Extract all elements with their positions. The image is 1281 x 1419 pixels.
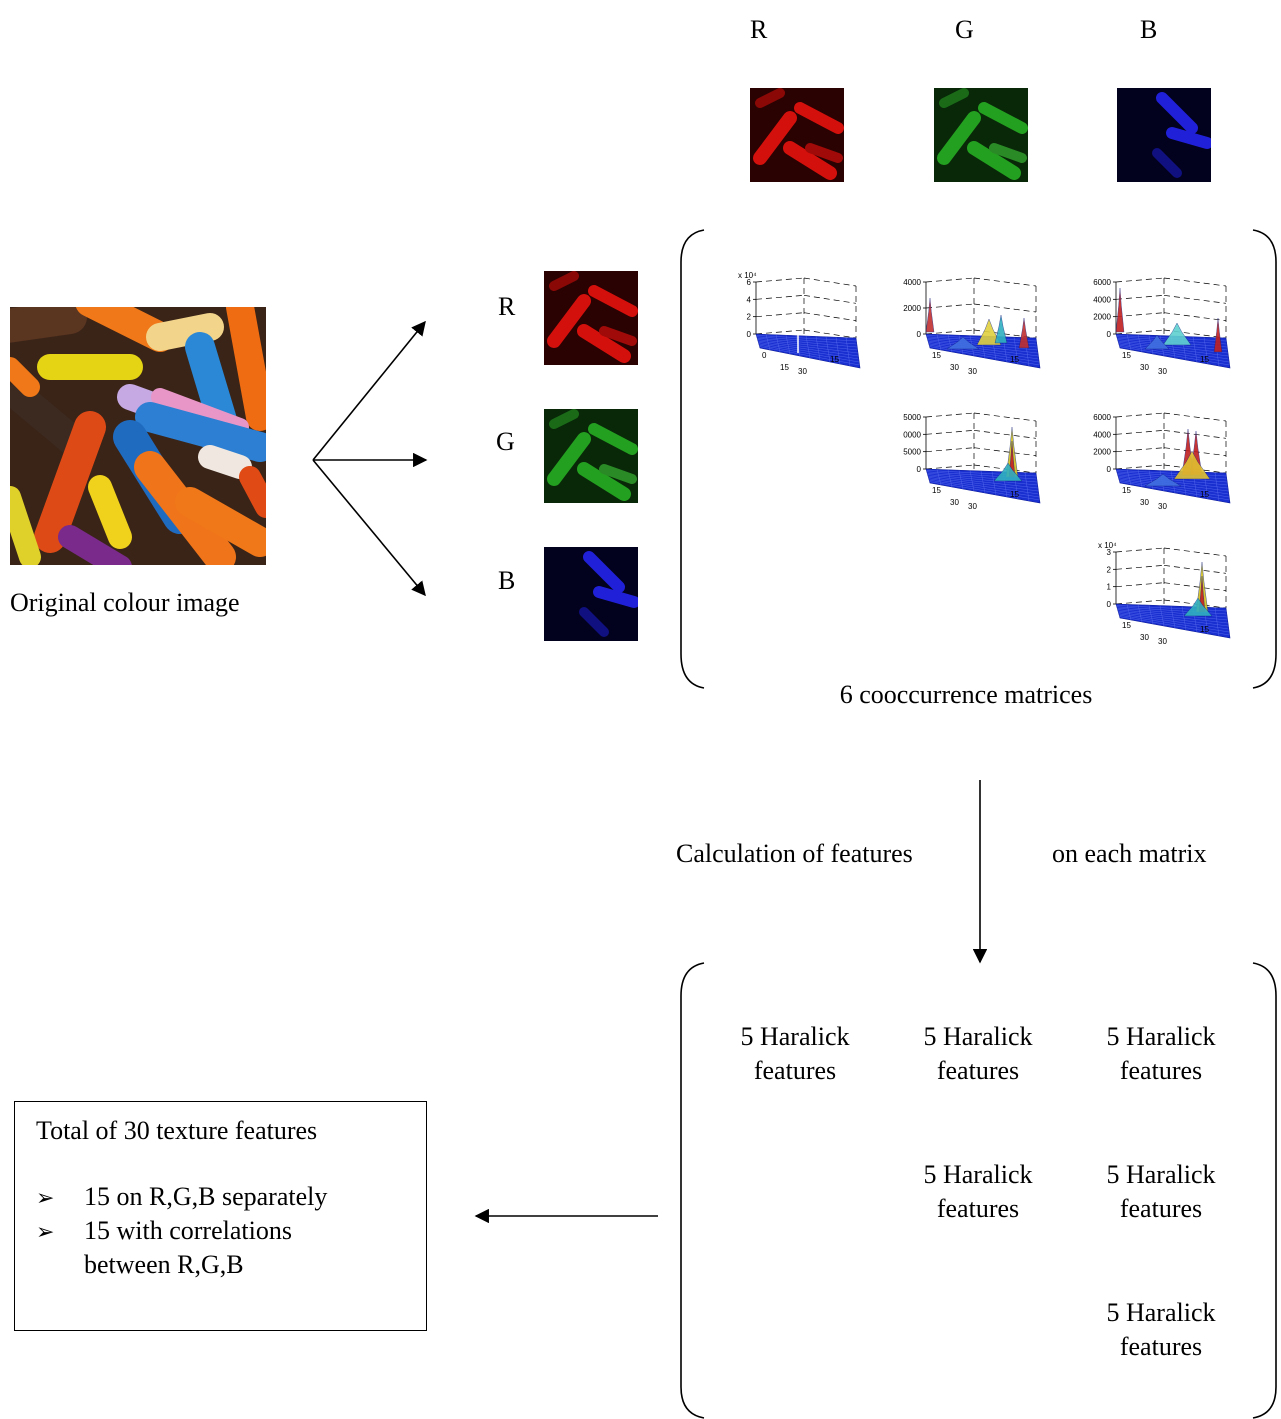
svg-text:15: 15 (1122, 621, 1131, 630)
original-image (10, 307, 266, 565)
svg-text:15: 15 (1122, 486, 1131, 495)
svg-text:2000: 2000 (903, 304, 921, 313)
svg-text:15: 15 (1010, 490, 1019, 499)
svg-text:30: 30 (1158, 367, 1167, 376)
svg-text:15: 15 (1200, 490, 1209, 499)
summary-bullet-2: 15 with correlations (84, 1216, 292, 1245)
bullet-icon-2: ➢ (36, 1219, 55, 1244)
row-label-b: B (498, 566, 516, 595)
svg-text:0: 0 (1107, 465, 1112, 474)
cooccurrence-plot-rb: 6000 4000 2000 0 15 30 30 15 (1090, 270, 1240, 376)
svg-text:15: 15 (1122, 351, 1131, 360)
svg-text:4000: 4000 (903, 278, 921, 287)
row-green-channel (544, 409, 638, 503)
bracket-right-matrices (1252, 229, 1277, 689)
cooccurrence-plot-bb: 3 2 1 0 x 10⁴ 15 30 30 15 (1090, 540, 1240, 650)
svg-text:4: 4 (747, 295, 752, 304)
calc-features-text: Calculation of features (676, 839, 913, 868)
bracket-left-matrices (680, 229, 705, 689)
summary-title: Total of 30 texture features (36, 1116, 318, 1145)
svg-text:2000: 2000 (1093, 448, 1111, 457)
svg-text:15: 15 (830, 355, 839, 364)
top-blue-channel (1117, 88, 1211, 182)
svg-text:15: 15 (1010, 355, 1019, 364)
svg-text:0: 0 (1107, 330, 1112, 339)
svg-text:2000: 2000 (1093, 313, 1111, 322)
svg-text:5000: 5000 (903, 448, 921, 457)
summary-bullet-3: between R,G,B (84, 1250, 244, 1279)
svg-text:0: 0 (917, 330, 922, 339)
svg-text:4000: 4000 (1093, 295, 1111, 304)
svg-text:1: 1 (1107, 583, 1112, 592)
bracket-left-features (680, 962, 705, 1419)
summary-box (14, 1101, 427, 1331)
svg-text:0: 0 (1107, 600, 1112, 609)
svg-text:0: 0 (747, 330, 752, 339)
svg-text:2: 2 (1107, 565, 1112, 574)
svg-text:x 10⁴: x 10⁴ (738, 271, 757, 280)
original-caption: Original colour image (10, 588, 240, 617)
svg-text:15: 15 (780, 363, 789, 372)
svg-text:30: 30 (1140, 633, 1149, 642)
each-matrix-text: on each matrix (1052, 839, 1207, 868)
header-r: R (750, 15, 768, 44)
cooccurrence-plot-rr: 6 4 2 0 x 10⁴ 0 15 30 15 (730, 270, 870, 376)
svg-text:30: 30 (968, 367, 977, 376)
svg-text:6: 6 (747, 278, 752, 287)
top-green-channel (934, 88, 1028, 182)
row-label-g: G (496, 427, 515, 456)
cooccurrence-plot-rg: 4000 2000 0 15 30 30 15 (900, 270, 1050, 376)
header-g: G (955, 15, 974, 44)
summary-bullet-1: 15 on R,G,B separately (84, 1182, 328, 1211)
svg-text:0000: 0000 (903, 430, 921, 439)
arrow-to-r (312, 320, 426, 461)
svg-text:30: 30 (798, 367, 807, 376)
svg-text:3: 3 (1107, 548, 1112, 557)
svg-text:15: 15 (1200, 625, 1209, 634)
row-blue-channel (544, 547, 638, 641)
svg-text:30: 30 (1158, 502, 1167, 511)
bracket-right-features (1252, 962, 1277, 1419)
svg-text:6000: 6000 (1093, 278, 1111, 287)
row-label-r: R (498, 292, 516, 321)
svg-text:2: 2 (747, 313, 752, 322)
cooccurrence-plot-gg: 5000 0000 5000 0 15 30 30 15 (900, 405, 1050, 511)
bullet-icon-1: ➢ (36, 1185, 55, 1210)
svg-text:30: 30 (950, 363, 959, 372)
arrow-to-b (312, 459, 426, 597)
svg-text:30: 30 (950, 498, 959, 507)
svg-text:4000: 4000 (1093, 430, 1111, 439)
svg-text:30: 30 (968, 502, 977, 511)
svg-text:0: 0 (917, 465, 922, 474)
svg-text:6000: 6000 (1093, 413, 1111, 422)
header-b: B (1140, 15, 1158, 44)
row-red-channel (544, 271, 638, 365)
cooccurrence-caption: 6 cooccurrence matrices (839, 680, 1093, 709)
svg-text:15: 15 (1200, 355, 1209, 364)
svg-text:15: 15 (932, 486, 941, 495)
svg-text:30: 30 (1140, 498, 1149, 507)
svg-text:15: 15 (932, 351, 941, 360)
svg-text:30: 30 (1140, 363, 1149, 372)
cooccurrence-plot-gb: 6000 4000 2000 0 15 30 30 15 (1090, 405, 1240, 511)
svg-text:x 10⁴: x 10⁴ (1098, 541, 1117, 550)
svg-text:30: 30 (1158, 637, 1167, 646)
svg-text:0: 0 (762, 351, 767, 360)
svg-text:5000: 5000 (903, 413, 921, 422)
top-red-channel (750, 88, 844, 182)
